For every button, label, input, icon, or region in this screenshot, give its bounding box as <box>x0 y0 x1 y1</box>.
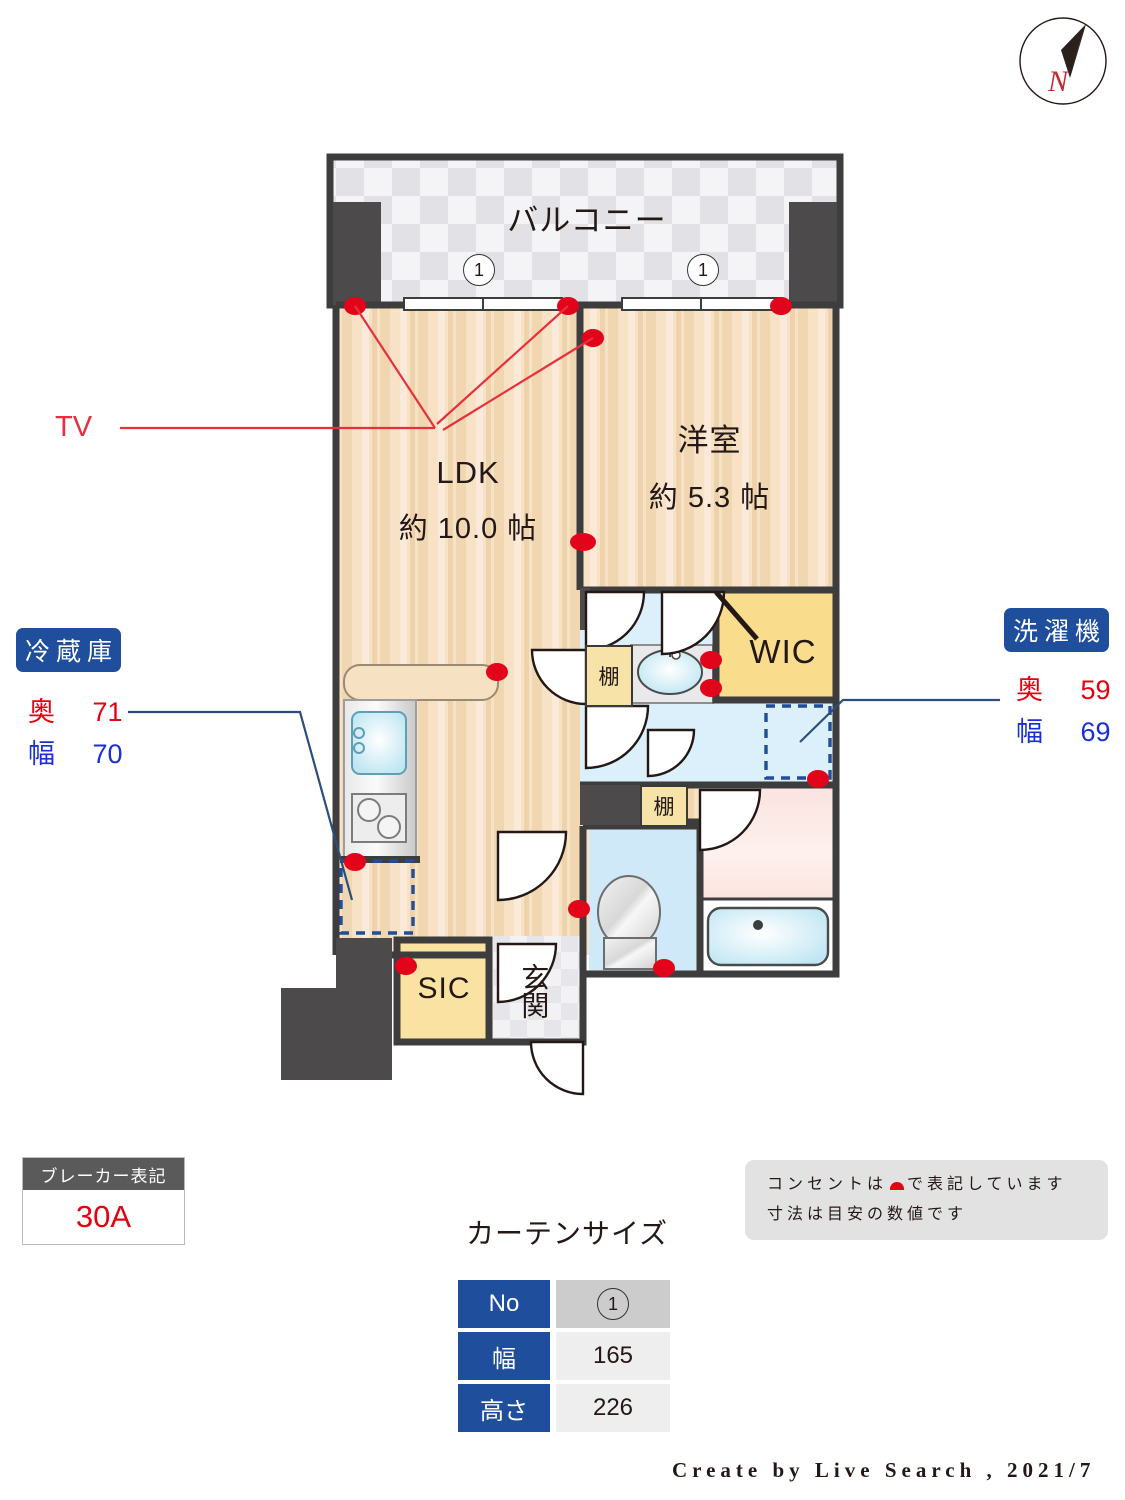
bedroom-name: 洋室 <box>677 423 742 458</box>
curtain-value-no: 1 <box>556 1280 670 1328</box>
wic-floor <box>716 592 836 700</box>
washer-depth-value: 59 <box>1080 675 1111 705</box>
room-label-ldk: LDK 約 10.0 帖 <box>363 455 573 547</box>
breaker-value: 30A <box>75 1199 132 1234</box>
kitchen-sink <box>351 711 407 775</box>
window-marker-1-text: 1 <box>473 259 484 280</box>
curtain-value-height: 226 <box>556 1384 670 1432</box>
fridge-depth-value: 71 <box>92 697 123 727</box>
bathtub-drain <box>753 920 763 930</box>
washer-badge: 洗濯機 <box>1004 608 1109 652</box>
fridge-width-key: 幅 <box>28 739 55 769</box>
tv-annotation-label: TV <box>55 411 93 443</box>
shelf-tag-lower: 棚 <box>640 785 688 827</box>
washer-slot <box>764 704 832 780</box>
fridge-width: 幅 70 <box>28 732 123 771</box>
curtain-row-height: 高さ 226 <box>458 1384 670 1432</box>
window-marker-1: 1 <box>463 254 495 286</box>
breaker-title: ブレーカー表記 <box>23 1158 184 1190</box>
footer-credit: Create by Live Search , 2021/7 <box>672 1458 1096 1482</box>
north-compass: N <box>1008 6 1118 116</box>
washer-depth-key: 奥 <box>1016 675 1043 705</box>
fridge-badge: 冷蔵庫 <box>16 628 121 672</box>
fridge-slot <box>339 859 415 935</box>
curtain-table-title: カーテンサイズ <box>466 1218 669 1249</box>
curtain-value-width: 165 <box>556 1332 670 1380</box>
washer-width-key: 幅 <box>1016 717 1043 747</box>
washer-depth: 奥 59 <box>1016 668 1111 707</box>
room-label-balcony: バルコニー <box>432 195 742 240</box>
curtain-key-no: No <box>458 1280 550 1328</box>
door-swings <box>496 590 762 1096</box>
kitchen <box>340 664 499 863</box>
note-line-1-a: コンセントは <box>767 1175 888 1193</box>
window-marker-2-text: 1 <box>697 259 708 280</box>
note-line-1-b: で表記しています <box>907 1175 1067 1193</box>
curtain-row-no: No 1 <box>458 1280 670 1328</box>
curtain-key-width: 幅 <box>458 1332 550 1380</box>
toilet-tank <box>603 937 657 970</box>
room-label-bedroom: 洋室 約 5.3 帖 <box>607 415 812 516</box>
window-marker-2: 1 <box>687 254 719 286</box>
genkan-label: 玄関 <box>518 963 550 1019</box>
floor-plan <box>120 153 1000 1096</box>
curtain-key-height: 高さ <box>458 1384 550 1432</box>
wic-label: WIC <box>749 633 817 670</box>
tv-leader-lines <box>120 305 594 431</box>
washer-width-value: 69 <box>1080 717 1111 747</box>
ldk-name: LDK <box>436 455 500 490</box>
appliance-leader-lines <box>128 698 1000 901</box>
legend-note: コンセントは で表記しています 寸法は目安の数値です <box>745 1160 1108 1240</box>
note-line-1: コンセントは で表記しています <box>767 1170 1108 1200</box>
curtain-size-table: No 1 幅 165 高さ 226 <box>458 1280 670 1436</box>
kitchen-counter <box>343 664 499 701</box>
bathtub <box>706 906 830 967</box>
bedroom-area: 約 5.3 帖 <box>648 482 771 514</box>
bedroom-floor <box>580 305 836 590</box>
fridge-width-value: 70 <box>92 739 123 769</box>
compass-letter: N <box>1047 65 1070 98</box>
outlet-symbol-icon <box>890 1181 905 1190</box>
sic-label: SIC <box>417 972 471 1005</box>
shelf-tag-upper: 棚 <box>585 645 633 707</box>
balcony-area <box>326 153 844 309</box>
washer-width: 幅 69 <box>1016 710 1111 749</box>
balcony-name: バルコニー <box>507 203 667 238</box>
fridge-depth: 奥 71 <box>28 690 123 729</box>
curtain-no-circle: 1 <box>597 1288 629 1320</box>
note-line-2: 寸法は目安の数値です <box>767 1206 968 1223</box>
curtain-row-width: 幅 165 <box>458 1332 670 1380</box>
ldk-area: 約 10.0 帖 <box>398 513 538 545</box>
breaker-box: ブレーカー表記 30A <box>22 1157 185 1245</box>
fridge-depth-key: 奥 <box>28 697 55 727</box>
